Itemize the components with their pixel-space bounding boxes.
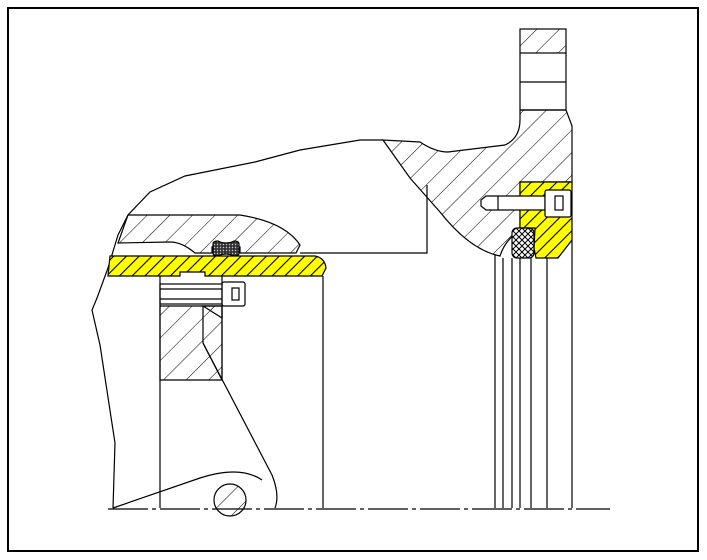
drawing-frame — [7, 7, 699, 552]
pin — [213, 483, 247, 517]
upper-ring-section — [117, 214, 301, 254]
top-flange — [519, 28, 567, 54]
right-bore-lines — [494, 240, 573, 508]
gasket — [212, 240, 240, 257]
lower-block-section — [159, 305, 223, 381]
left-housing-outline — [91, 139, 428, 509]
yellow-sleeve — [107, 255, 327, 277]
right-bolt — [480, 189, 572, 218]
lower-bolt — [159, 281, 246, 307]
lever-arm — [112, 342, 278, 509]
right-o-ring — [511, 227, 535, 259]
